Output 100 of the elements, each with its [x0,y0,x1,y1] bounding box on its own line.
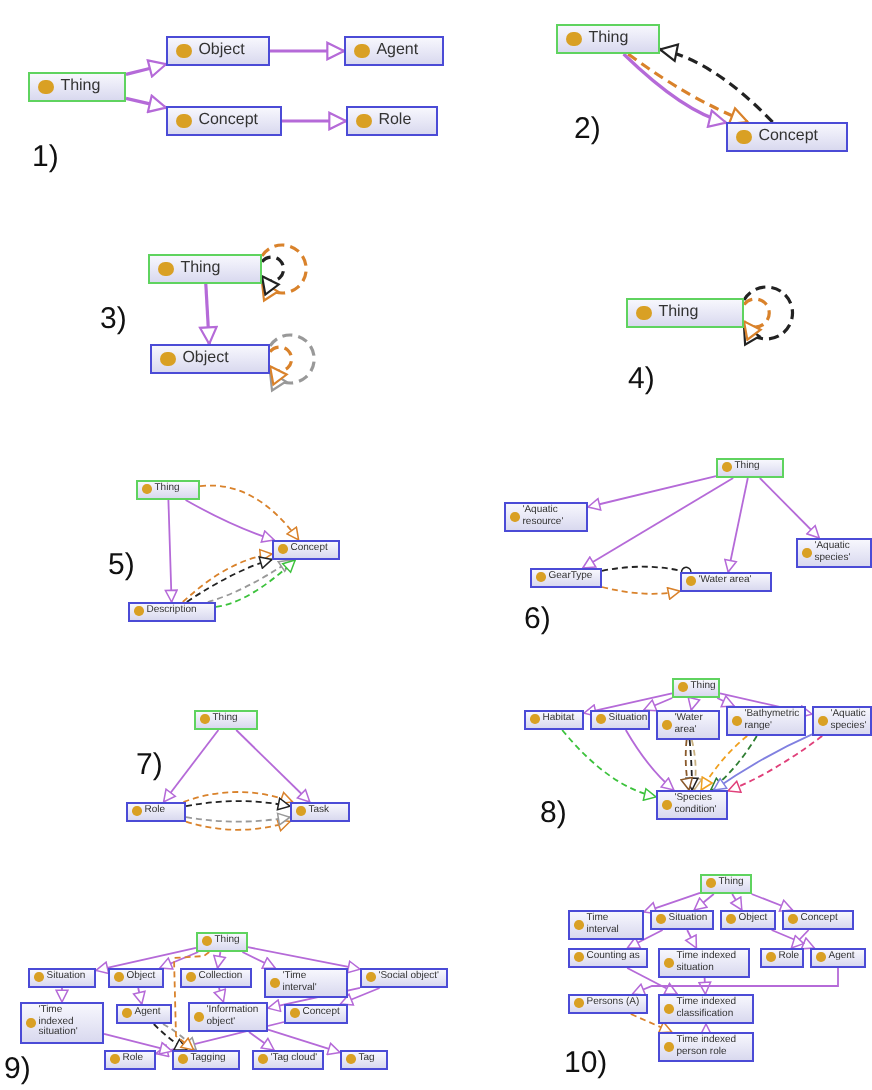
connector-arrow [689,739,703,791]
connector-arrow [742,285,795,346]
class-name: Thing [180,260,221,278]
class-name: Object [182,350,229,368]
class-box [360,968,448,987]
class-box [290,802,350,821]
connector-arrow [727,735,824,793]
class-box [810,948,866,967]
connector-arrow [125,59,168,78]
connector-arrow [185,812,291,826]
class-box [272,540,340,559]
class-box [658,1032,754,1062]
panel-number: 2) [574,112,601,146]
class-box [504,502,588,532]
connector-arrow [700,735,749,791]
connector-arrow [622,52,728,128]
connector-arrow [215,559,297,608]
class-box [284,1004,348,1023]
connector-arrow [95,946,197,975]
connector-arrow [583,692,673,718]
class-box [658,994,754,1024]
connector-arrow [693,893,715,911]
class-box [650,910,714,929]
connector-arrow [339,987,381,1006]
connector-arrow [716,695,736,708]
connector-arrow [55,987,69,1003]
connector-arrow [750,893,794,912]
connector-arrow [184,499,276,543]
class-box [136,480,200,499]
connector-arrow [626,967,679,995]
class-box [20,1002,104,1043]
panel-number: 8) [540,796,567,830]
connector-arrow [770,929,816,950]
connector-arrow [132,987,146,1005]
class-name: Concept [198,112,258,130]
connector-arrow [162,729,220,803]
class-box [196,932,248,951]
class-box [672,678,720,697]
class-name: Object [198,42,245,60]
connector-arrow [260,243,308,302]
connector-arrow [658,44,774,124]
connector-arrow [687,696,701,711]
class-box [626,298,744,328]
class-box [150,344,270,374]
connector-arrow [790,929,810,949]
connector-arrow [698,977,712,995]
connector-arrow [248,1031,275,1051]
connector-arrow [235,729,311,803]
class-box [726,122,848,152]
class-box [568,948,648,967]
class-box [760,948,804,967]
connector-arrow [631,967,839,996]
connector-arrow [198,283,218,346]
class-box [726,706,806,736]
class-box [28,968,96,987]
panel-number: 1) [32,140,59,174]
connector-arrow [709,735,758,791]
connector-arrow [758,477,821,539]
class-name: Thing [588,30,629,48]
class-box [568,910,644,940]
connector-arrow [642,697,674,712]
connector-arrow [627,52,749,125]
class-box [188,1002,268,1032]
class-box [104,1050,156,1069]
connector-arrow [601,586,681,600]
connector-arrow [587,475,717,511]
panel-number: 6) [524,602,551,636]
class-box [340,1050,388,1069]
connector-arrow [712,733,813,791]
class-name: Thing [658,304,699,322]
class-box [812,706,872,736]
connector-arrow [561,729,657,801]
connector-arrow [685,739,699,791]
class-box [126,802,186,821]
connector-arrow [182,791,294,805]
class-box [264,968,348,998]
class-box [344,36,444,66]
class-box [166,36,270,66]
class-box [568,994,648,1013]
class-box [194,710,258,729]
connector-arrow [247,946,361,974]
class-box [172,1050,240,1069]
panel-number: 7) [136,748,163,782]
connector-arrow [158,951,200,970]
class-box [556,24,660,54]
connector-arrow [162,1023,198,1051]
class-box [720,910,776,929]
panel-number: 4) [628,362,655,396]
class-box [108,968,164,987]
connector-arrow [152,1023,188,1051]
class-box [590,710,650,729]
connector-arrow [699,1023,713,1037]
class-box [656,790,728,820]
class-name: Role [378,112,412,130]
connector-arrow [213,987,227,1003]
class-name: Agent [376,42,419,60]
class-box [530,568,602,587]
connector-arrow [213,951,227,969]
connector-arrow [685,929,698,949]
connector-arrow [185,818,291,832]
